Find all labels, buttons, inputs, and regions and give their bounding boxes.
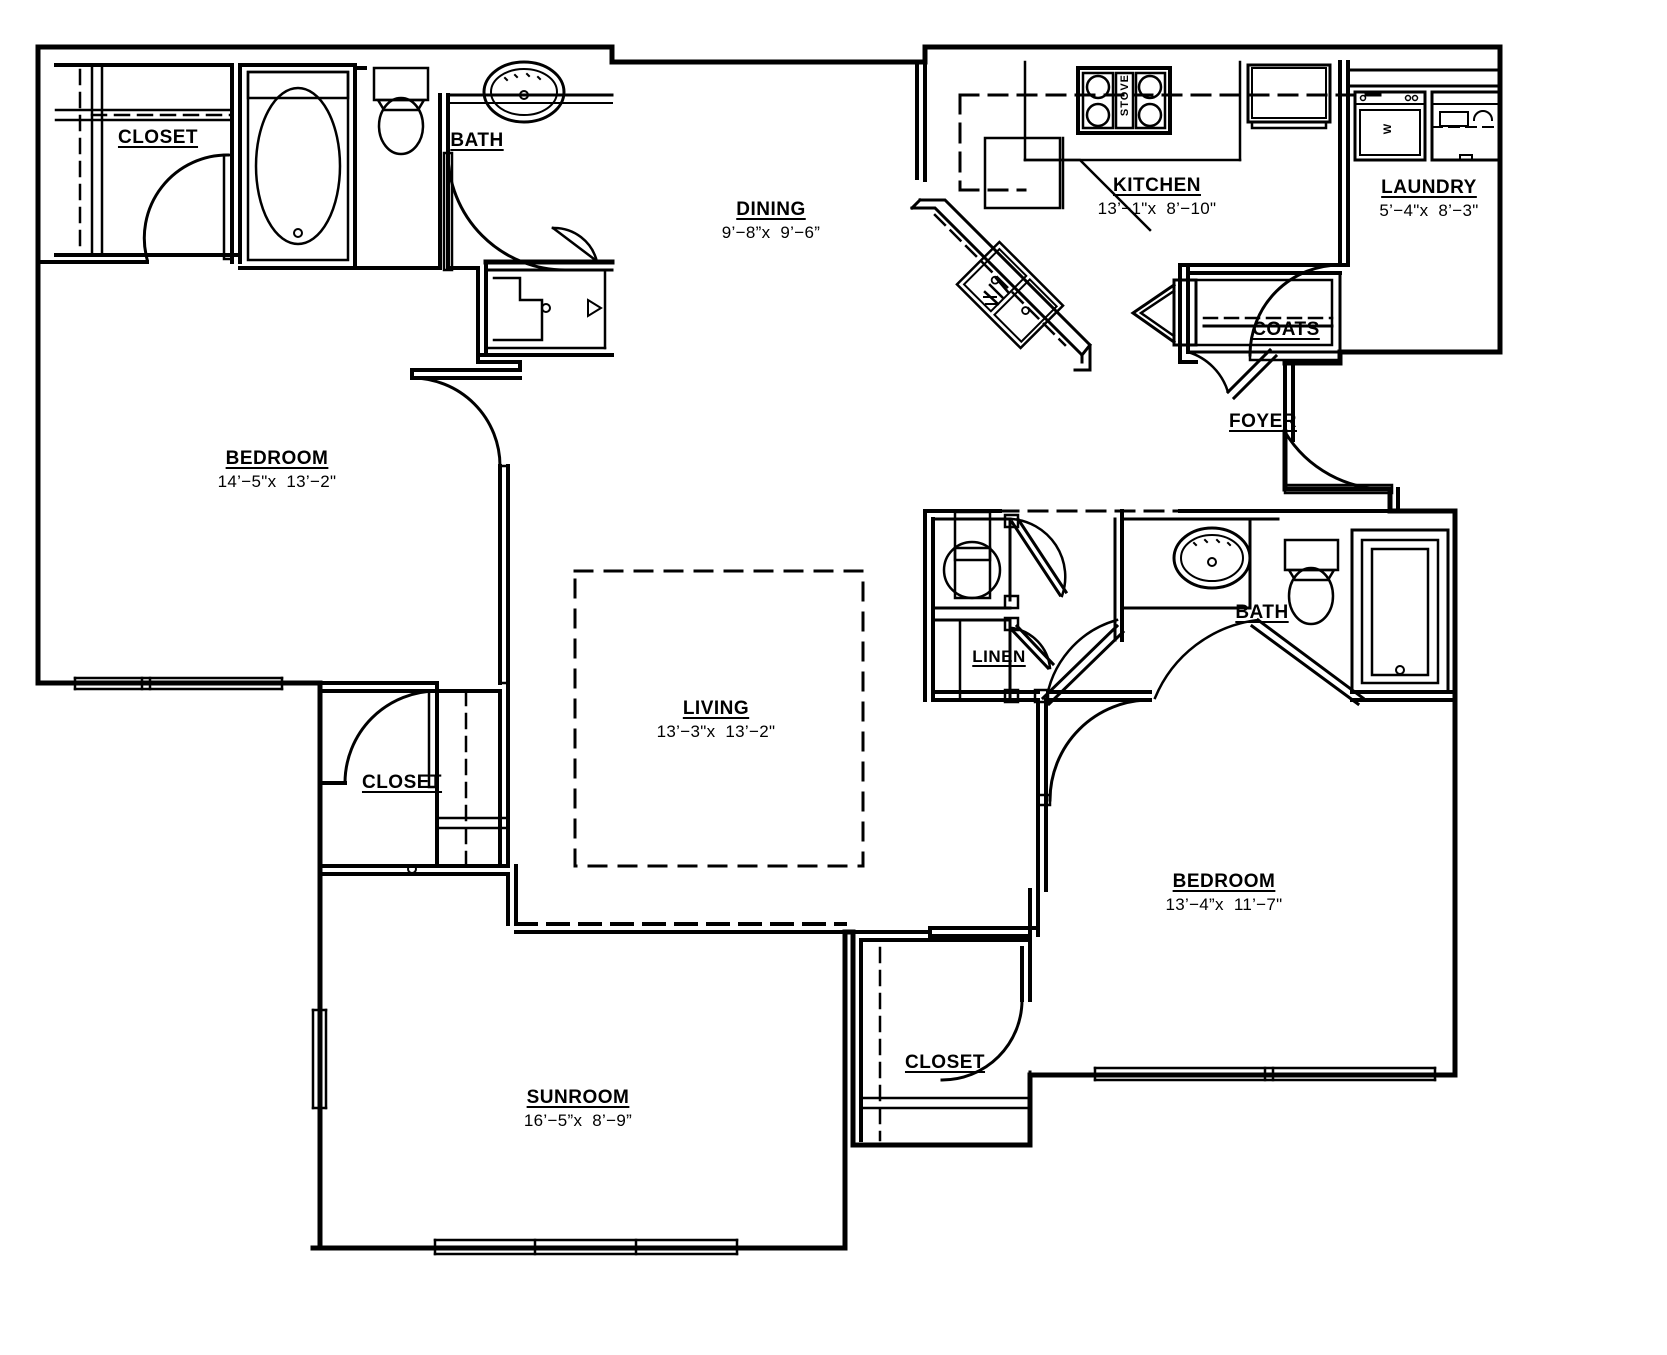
room-label-dining: DINING 9’−8”x 9’−6” [722, 198, 820, 245]
room-dims-text: 16’−5”x 8’−9” [523, 1110, 633, 1130]
second-bedroom-walls [851, 888, 1437, 1142]
room-label-foyer: FOYER [1229, 410, 1297, 434]
room-dims-text: 13’−1"x 8’−10" [1097, 198, 1217, 218]
room-label-living: LIVING 13’−3"x 13’−2" [657, 697, 776, 744]
master-closet-bath-walls [36, 60, 615, 380]
room-dims-text: 5’−4"x 8’−3" [1379, 200, 1479, 220]
room-name-text: DINING [736, 199, 806, 220]
room-name-text: BEDROOM [1172, 871, 1276, 892]
room-label-bath-master: BATH [450, 129, 503, 153]
room-name-text: LINEN [972, 647, 1026, 666]
room-name-text: BATH [1235, 602, 1289, 623]
stove-label: STOVE [1119, 74, 1131, 117]
room-name-text: CLOSET [361, 772, 443, 793]
room-label-closet-hall: CLOSET [362, 771, 442, 795]
room-name-text: COATS [1252, 319, 1320, 340]
master-bedroom-walls [73, 376, 847, 1256]
room-name-text: LAUNDRY [1381, 177, 1477, 198]
room-label-coats: COATS [1252, 318, 1320, 342]
room-name-text: LIVING [682, 698, 750, 719]
room-name-text: CLOSET [904, 1052, 986, 1073]
room-name-text: FOYER [1229, 411, 1297, 432]
room-label-closet-master: CLOSET [118, 126, 198, 150]
room-dims-text: 14’−5"x 13’−2" [217, 471, 337, 491]
washer-label: W [1382, 123, 1395, 135]
room-name-text: BATH [450, 130, 504, 151]
room-dims-text: 13’−3"x 13’−2" [656, 721, 776, 741]
room-label-laundry: LAUNDRY 5’−4"x 8’−3" [1379, 176, 1478, 223]
room-label-kitchen: KITCHEN 13’−1"x 8’−10" [1098, 174, 1217, 221]
room-name-text: BEDROOM [225, 448, 329, 469]
second-bath-walls [923, 509, 1457, 892]
room-name-text: CLOSET [117, 127, 199, 148]
room-label-bath-second: BATH [1235, 601, 1288, 625]
room-dims-text: 9’−8”x 9’−6” [721, 222, 821, 242]
room-dims-text: 13’−4”x 11’−7" [1165, 894, 1283, 914]
room-name-text: SUNROOM [526, 1087, 630, 1108]
room-label-sunroom: SUNROOM 16’−5”x 8’−9” [524, 1086, 632, 1133]
coats-foyer-walls [1130, 271, 1400, 513]
room-label-closet-second: CLOSET [905, 1051, 985, 1075]
room-label-linen: LINEN [972, 646, 1026, 667]
room-label-bedroom-master: BEDROOM 14’−5"x 13’−2" [218, 447, 337, 494]
kitchen-dining-walls [909, 60, 1382, 372]
laundry-walls [1178, 60, 1502, 364]
room-name-text: KITCHEN [1113, 175, 1201, 196]
room-label-bedroom-second: BEDROOM 13’−4”x 11’−7" [1165, 870, 1282, 917]
living-room-tray [573, 569, 865, 868]
